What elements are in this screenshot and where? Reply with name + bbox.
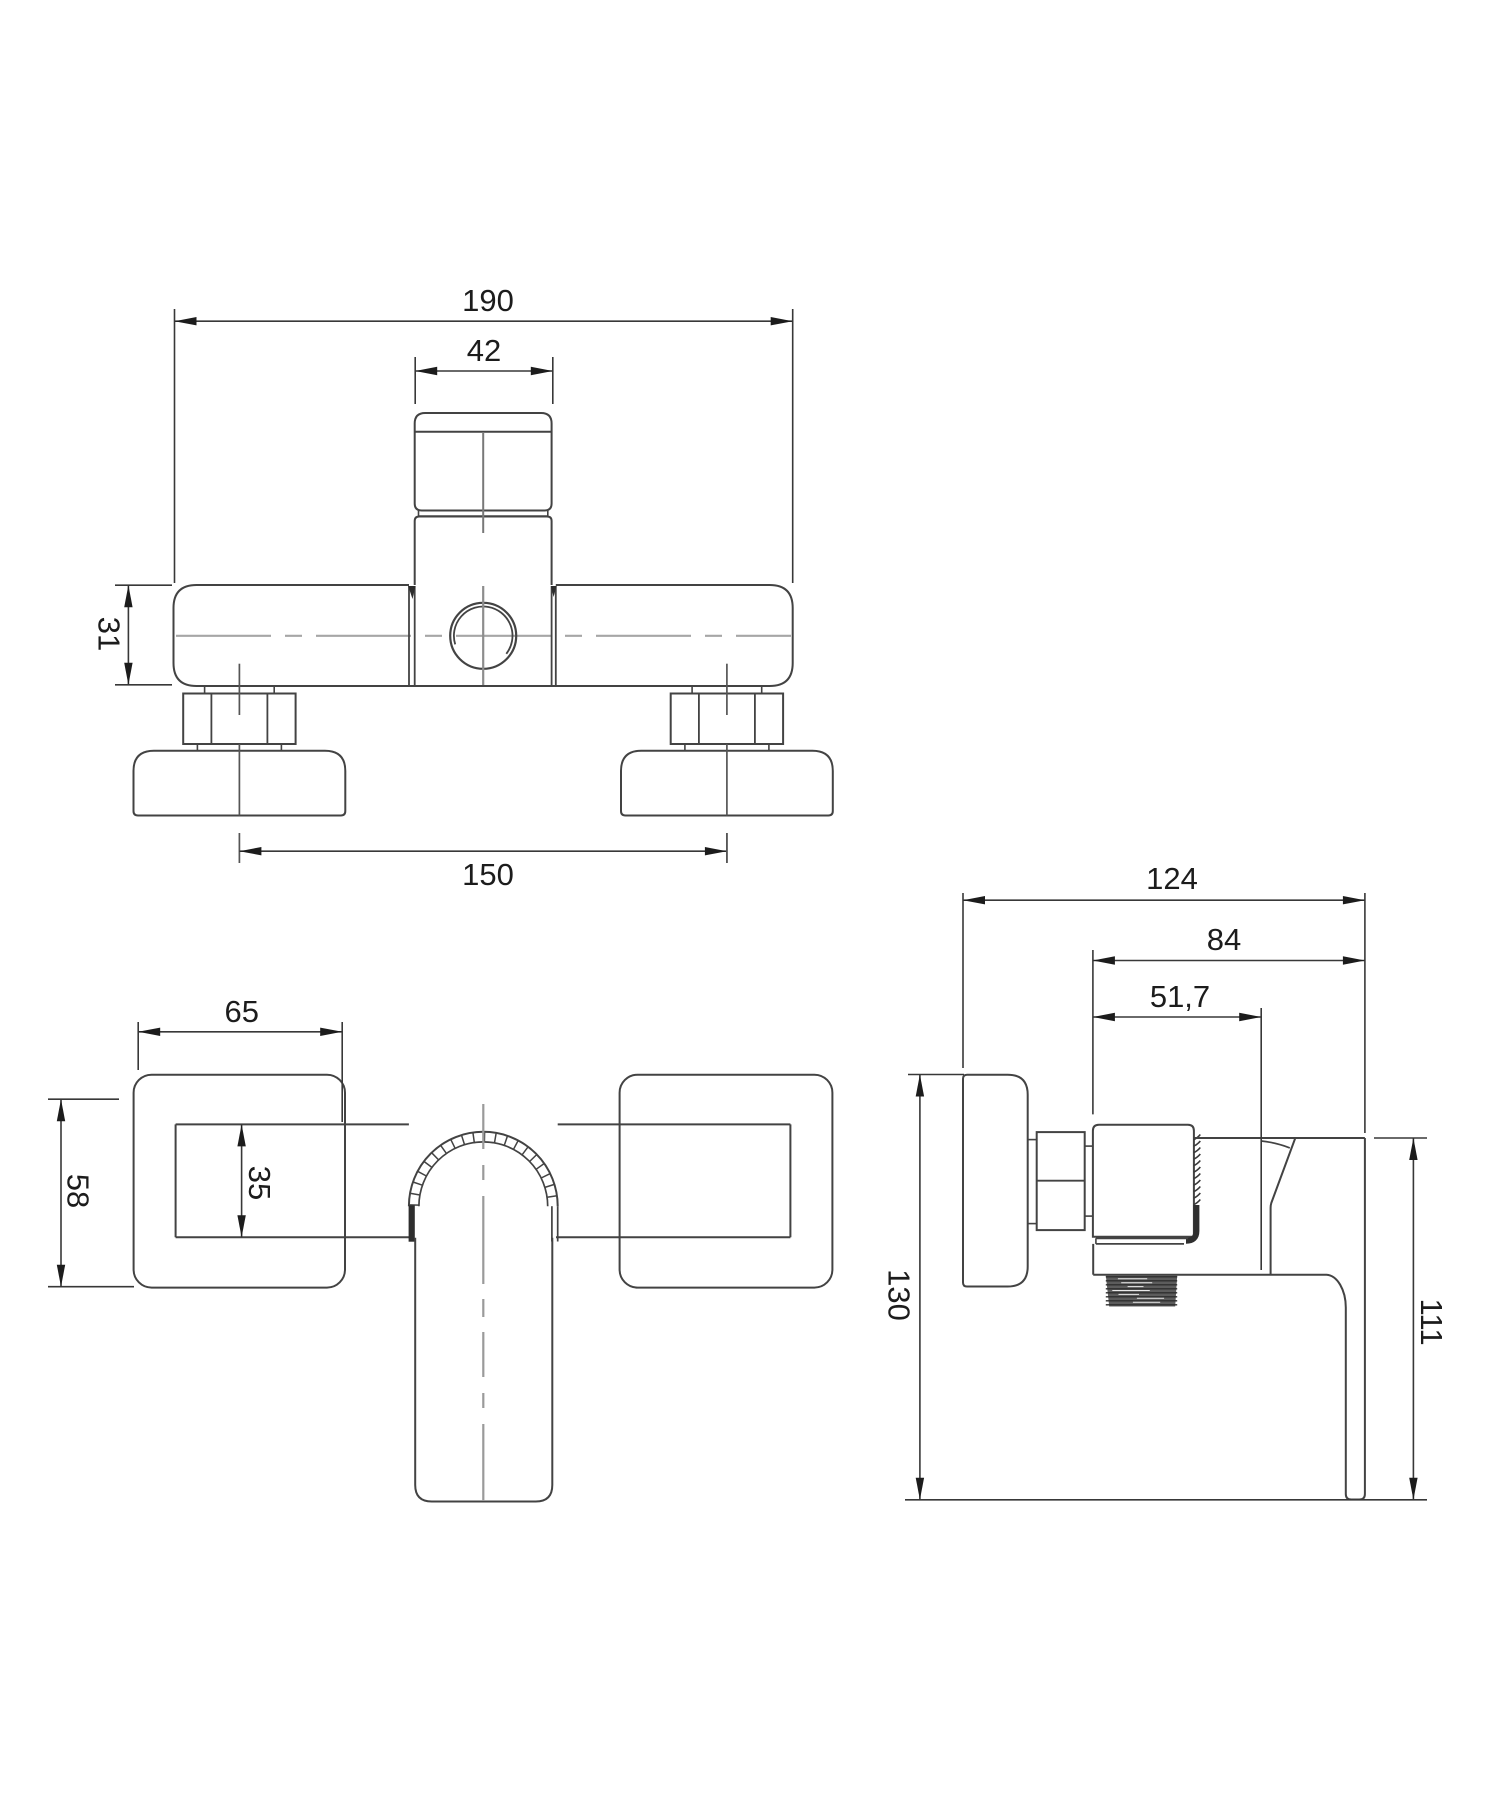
svg-text:130: 130 bbox=[882, 1269, 917, 1321]
svg-text:58: 58 bbox=[61, 1174, 96, 1208]
svg-text:35: 35 bbox=[242, 1166, 277, 1200]
svg-text:31: 31 bbox=[92, 617, 127, 651]
svg-text:190: 190 bbox=[462, 283, 514, 318]
svg-text:111: 111 bbox=[1414, 1298, 1449, 1345]
svg-text:51,7: 51,7 bbox=[1150, 979, 1210, 1014]
svg-text:150: 150 bbox=[462, 857, 514, 892]
svg-text:84: 84 bbox=[1207, 922, 1241, 957]
svg-text:42: 42 bbox=[467, 333, 501, 368]
svg-text:124: 124 bbox=[1146, 861, 1198, 896]
svg-text:65: 65 bbox=[225, 994, 259, 1029]
